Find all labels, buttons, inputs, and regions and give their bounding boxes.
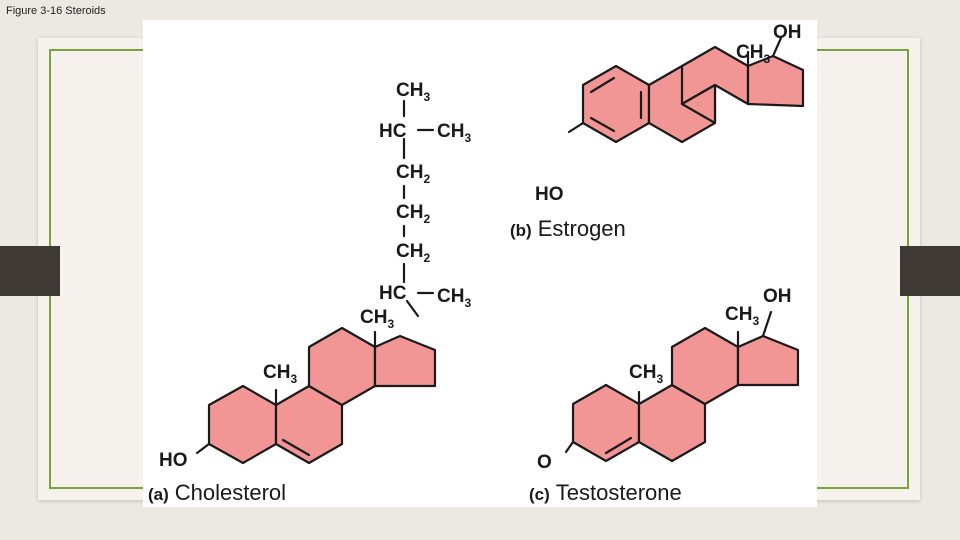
testosterone-caption: (c)Testosterone — [529, 480, 682, 505]
steroid-figure-panel: CH3 HC CH3 CH2 CH2 CH2 HC CH3 CH3 CH3 HO… — [143, 20, 817, 507]
cholesterol-methyl-upper: CH3 — [360, 307, 394, 331]
estrogen-oh-bond — [771, 36, 783, 58]
cholesterol-double-bond — [281, 438, 311, 457]
right-side-bar — [900, 246, 960, 296]
cholesterol-caption: (a)Cholesterol — [148, 480, 286, 505]
chain-hc-lower: HC — [379, 283, 407, 304]
cholesterol-hydroxyl: HO — [159, 450, 188, 471]
testosterone-ring-a — [571, 383, 641, 463]
testosterone-oh-bond — [761, 310, 773, 338]
chain-ch2-c: CH2 — [396, 241, 430, 265]
testosterone-double-bond — [604, 436, 633, 455]
estrogen-methyl: CH3 — [736, 42, 770, 66]
estrogen-ring-d — [746, 54, 805, 108]
cholesterol-structure: CH3 HC CH3 CH2 CH2 CH2 HC CH3 CH3 CH3 HO… — [148, 80, 471, 505]
estrogen-structure: OH CH3 HO (b)Estrogen — [510, 22, 805, 241]
cholesterol-hydroxyl-bond — [195, 442, 211, 455]
testosterone-ring-d — [736, 334, 800, 387]
chain-hc-upper: HC — [379, 121, 407, 142]
chain-ch2-b: CH2 — [396, 202, 430, 226]
estrogen-ring-c-fill — [680, 83, 717, 125]
chain-ch2-a: CH2 — [396, 162, 430, 186]
testosterone-structure: OH CH3 CH3 O (c)Testosterone — [529, 286, 800, 505]
steroid-structures-diagram: CH3 HC CH3 CH2 CH2 CH2 HC CH3 CH3 CH3 HO… — [148, 22, 805, 505]
estrogen-caption: (b)Estrogen — [510, 216, 626, 241]
cholesterol-methyl-lower: CH3 — [263, 362, 297, 386]
chain-hc-upper-ch3: CH3 — [437, 121, 471, 145]
aromatic-bond-3 — [589, 116, 616, 133]
aromatic-bond-1 — [589, 76, 616, 94]
testosterone-methyl-upper: CH3 — [725, 304, 759, 328]
chain-ch3-top: CH3 — [396, 80, 430, 104]
testosterone-methyl-lower: CH3 — [629, 362, 663, 386]
testosterone-ketone-oxygen: O — [537, 452, 552, 473]
cholesterol-ring-d — [373, 334, 437, 388]
slide-title: Figure 3-16 Steroids — [6, 5, 106, 17]
estrogen-hydroxyl: HO — [535, 184, 564, 205]
chain-hc-lower-ch3: CH3 — [437, 286, 471, 310]
estrogen-hydroxyl-bond — [567, 121, 585, 134]
left-side-bar — [0, 246, 60, 296]
testosterone-top-hydroxyl: OH — [763, 286, 792, 307]
estrogen-ring-a — [581, 64, 651, 144]
estrogen-top-hydroxyl: OH — [773, 22, 802, 43]
cholesterol-ring-a — [207, 384, 278, 465]
testosterone-ketone-bond — [564, 440, 575, 454]
chain-bond-to-ring — [405, 299, 420, 318]
